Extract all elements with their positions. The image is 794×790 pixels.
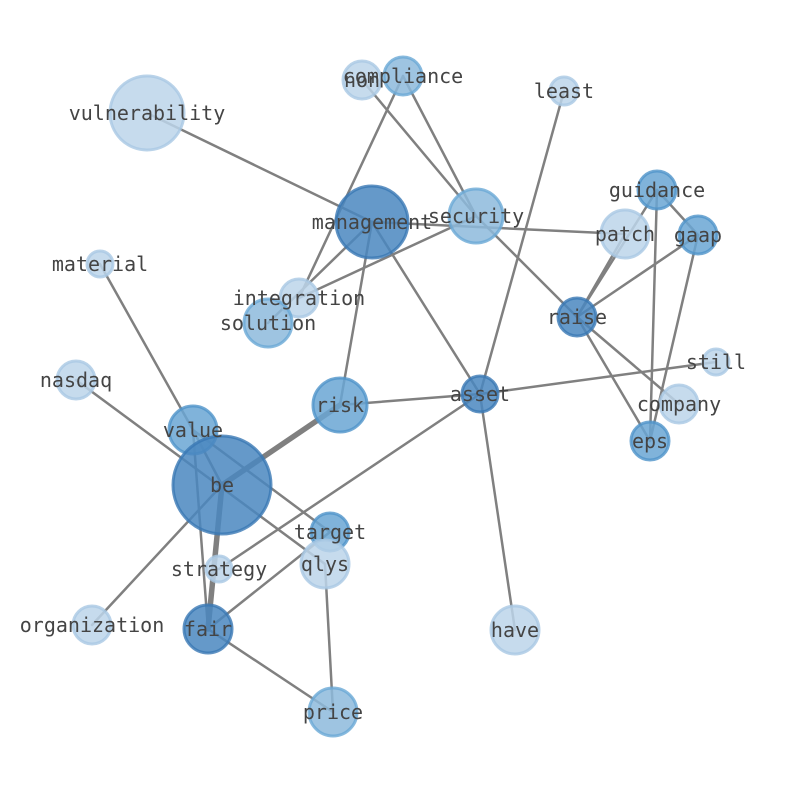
node-security[interactable] xyxy=(447,187,505,245)
node-guidance[interactable] xyxy=(636,169,678,211)
edge-least-asset xyxy=(478,89,566,396)
node-label-strategy: strategy xyxy=(171,557,267,581)
node-risk[interactable] xyxy=(311,376,369,434)
node-label-company: company xyxy=(637,392,721,416)
edge-still-asset xyxy=(478,360,718,396)
node-raise[interactable] xyxy=(556,296,598,338)
node-label-value: value xyxy=(163,418,223,442)
node-label-eps: eps xyxy=(632,429,668,453)
edge-compliance-integration xyxy=(297,74,405,300)
node-label-target: target xyxy=(294,520,366,544)
edge-asset-have xyxy=(478,392,517,632)
node-solution[interactable] xyxy=(242,297,294,349)
node-vulnerability[interactable] xyxy=(108,74,186,152)
node-label-gaap: gaap xyxy=(674,223,722,247)
node-price[interactable] xyxy=(307,686,359,738)
node-layer xyxy=(55,55,731,738)
node-have[interactable] xyxy=(489,604,541,656)
node-least[interactable] xyxy=(548,75,580,107)
edge-non-security xyxy=(360,78,478,218)
node-asset[interactable] xyxy=(460,374,500,414)
node-material[interactable] xyxy=(85,249,115,279)
node-label-price: price xyxy=(303,700,363,724)
edge-raise-eps xyxy=(575,315,652,443)
node-label-qlys: qlys xyxy=(301,552,349,576)
node-organization[interactable] xyxy=(71,604,113,646)
node-label-risk: risk xyxy=(316,393,364,417)
edge-vulnerability-management xyxy=(145,111,374,224)
node-label-guidance: guidance xyxy=(609,178,705,202)
node-label-still: still xyxy=(686,350,746,374)
node-label-integration: integration xyxy=(233,286,365,310)
node-management[interactable] xyxy=(334,184,410,260)
node-label-security: security xyxy=(428,204,524,228)
node-integration[interactable] xyxy=(278,277,320,319)
node-label-patch: patch xyxy=(595,222,655,246)
node-label-nasdaq: nasdaq xyxy=(40,368,112,392)
edge-guidance-eps xyxy=(648,188,659,443)
node-label-organization: organization xyxy=(20,613,165,637)
edge-gaap-eps xyxy=(648,233,700,443)
node-label-material: material xyxy=(52,252,148,276)
node-gaap[interactable] xyxy=(677,214,719,256)
node-label-non: non xyxy=(344,68,380,92)
edge-material-value xyxy=(98,262,195,432)
edge-gaap-raise xyxy=(575,233,700,319)
edge-security-integration xyxy=(297,214,478,300)
node-label-raise: raise xyxy=(547,305,607,329)
node-label-solution: solution xyxy=(220,311,316,335)
node-be[interactable] xyxy=(171,434,273,536)
node-fair[interactable] xyxy=(182,603,234,655)
edge-raise-company xyxy=(575,315,681,406)
node-label-compliance: compliance xyxy=(343,64,463,88)
edge-layer xyxy=(74,74,718,714)
node-company[interactable] xyxy=(658,383,700,425)
node-strategy[interactable] xyxy=(204,554,234,584)
node-compliance[interactable] xyxy=(382,55,424,97)
node-label-have: have xyxy=(491,618,539,642)
node-still[interactable] xyxy=(701,347,731,377)
node-nasdaq[interactable] xyxy=(55,359,97,401)
edge-asset-strategy xyxy=(217,392,482,571)
node-label-asset: asset xyxy=(450,382,510,406)
node-qlys[interactable] xyxy=(299,538,351,590)
node-patch[interactable] xyxy=(599,208,651,260)
node-label-vulnerability: vulnerability xyxy=(69,101,226,125)
node-label-be: be xyxy=(210,473,234,497)
node-label-fair: fair xyxy=(184,617,232,641)
node-label-management: management xyxy=(312,210,432,234)
node-eps[interactable] xyxy=(629,420,671,462)
node-non[interactable] xyxy=(341,59,383,101)
node-label-least: least xyxy=(534,79,594,103)
